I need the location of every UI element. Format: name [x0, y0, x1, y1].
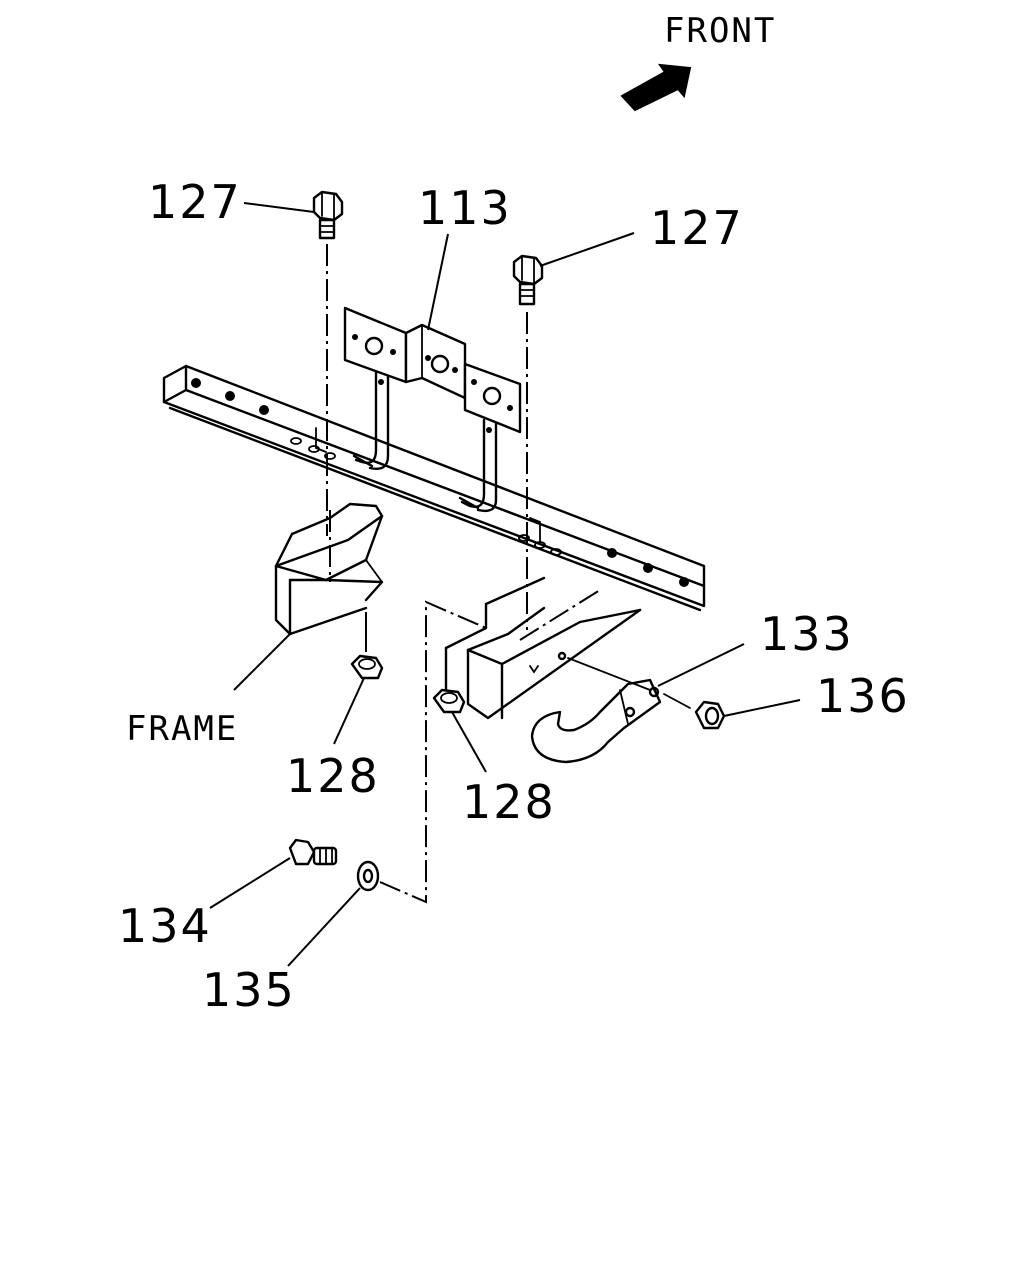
washer-centerline [379, 600, 487, 904]
label-bracket: 113 [418, 181, 512, 235]
frame-left [274, 502, 384, 636]
nut-128-left [350, 654, 384, 680]
label-nut-right: 128 [462, 775, 556, 829]
leaders [209, 202, 801, 967]
nut-136 [694, 700, 726, 730]
bolt-134 [288, 838, 338, 866]
washer-135 [356, 860, 380, 892]
label-frame: FRAME [126, 709, 238, 749]
label-hook-bolt: 134 [118, 899, 212, 953]
label-nut-left: 128 [286, 749, 380, 803]
front-indicator: FRONT [620, 11, 776, 112]
bolt-127-right [512, 254, 544, 306]
frame-right [444, 576, 642, 720]
front-label: FRONT [664, 11, 776, 51]
callout-labels: 127 113 127 FRAME 128 128 133 136 134 13… [118, 175, 910, 1017]
front-arrow-icon [620, 63, 692, 112]
bolt-127-left [312, 190, 344, 240]
label-bolt-left: 127 [148, 175, 242, 229]
hook-bolt-axis [567, 657, 651, 691]
label-washer: 135 [202, 963, 296, 1017]
nut-128-right [432, 688, 466, 714]
label-hook: 133 [760, 607, 854, 661]
tow-hook-133 [530, 678, 662, 764]
label-hook-nut: 136 [816, 669, 910, 723]
angle-rail [162, 364, 706, 612]
bracket-113 [343, 306, 522, 513]
label-bolt-right: 127 [650, 201, 744, 255]
nut-136-axis [663, 693, 691, 709]
